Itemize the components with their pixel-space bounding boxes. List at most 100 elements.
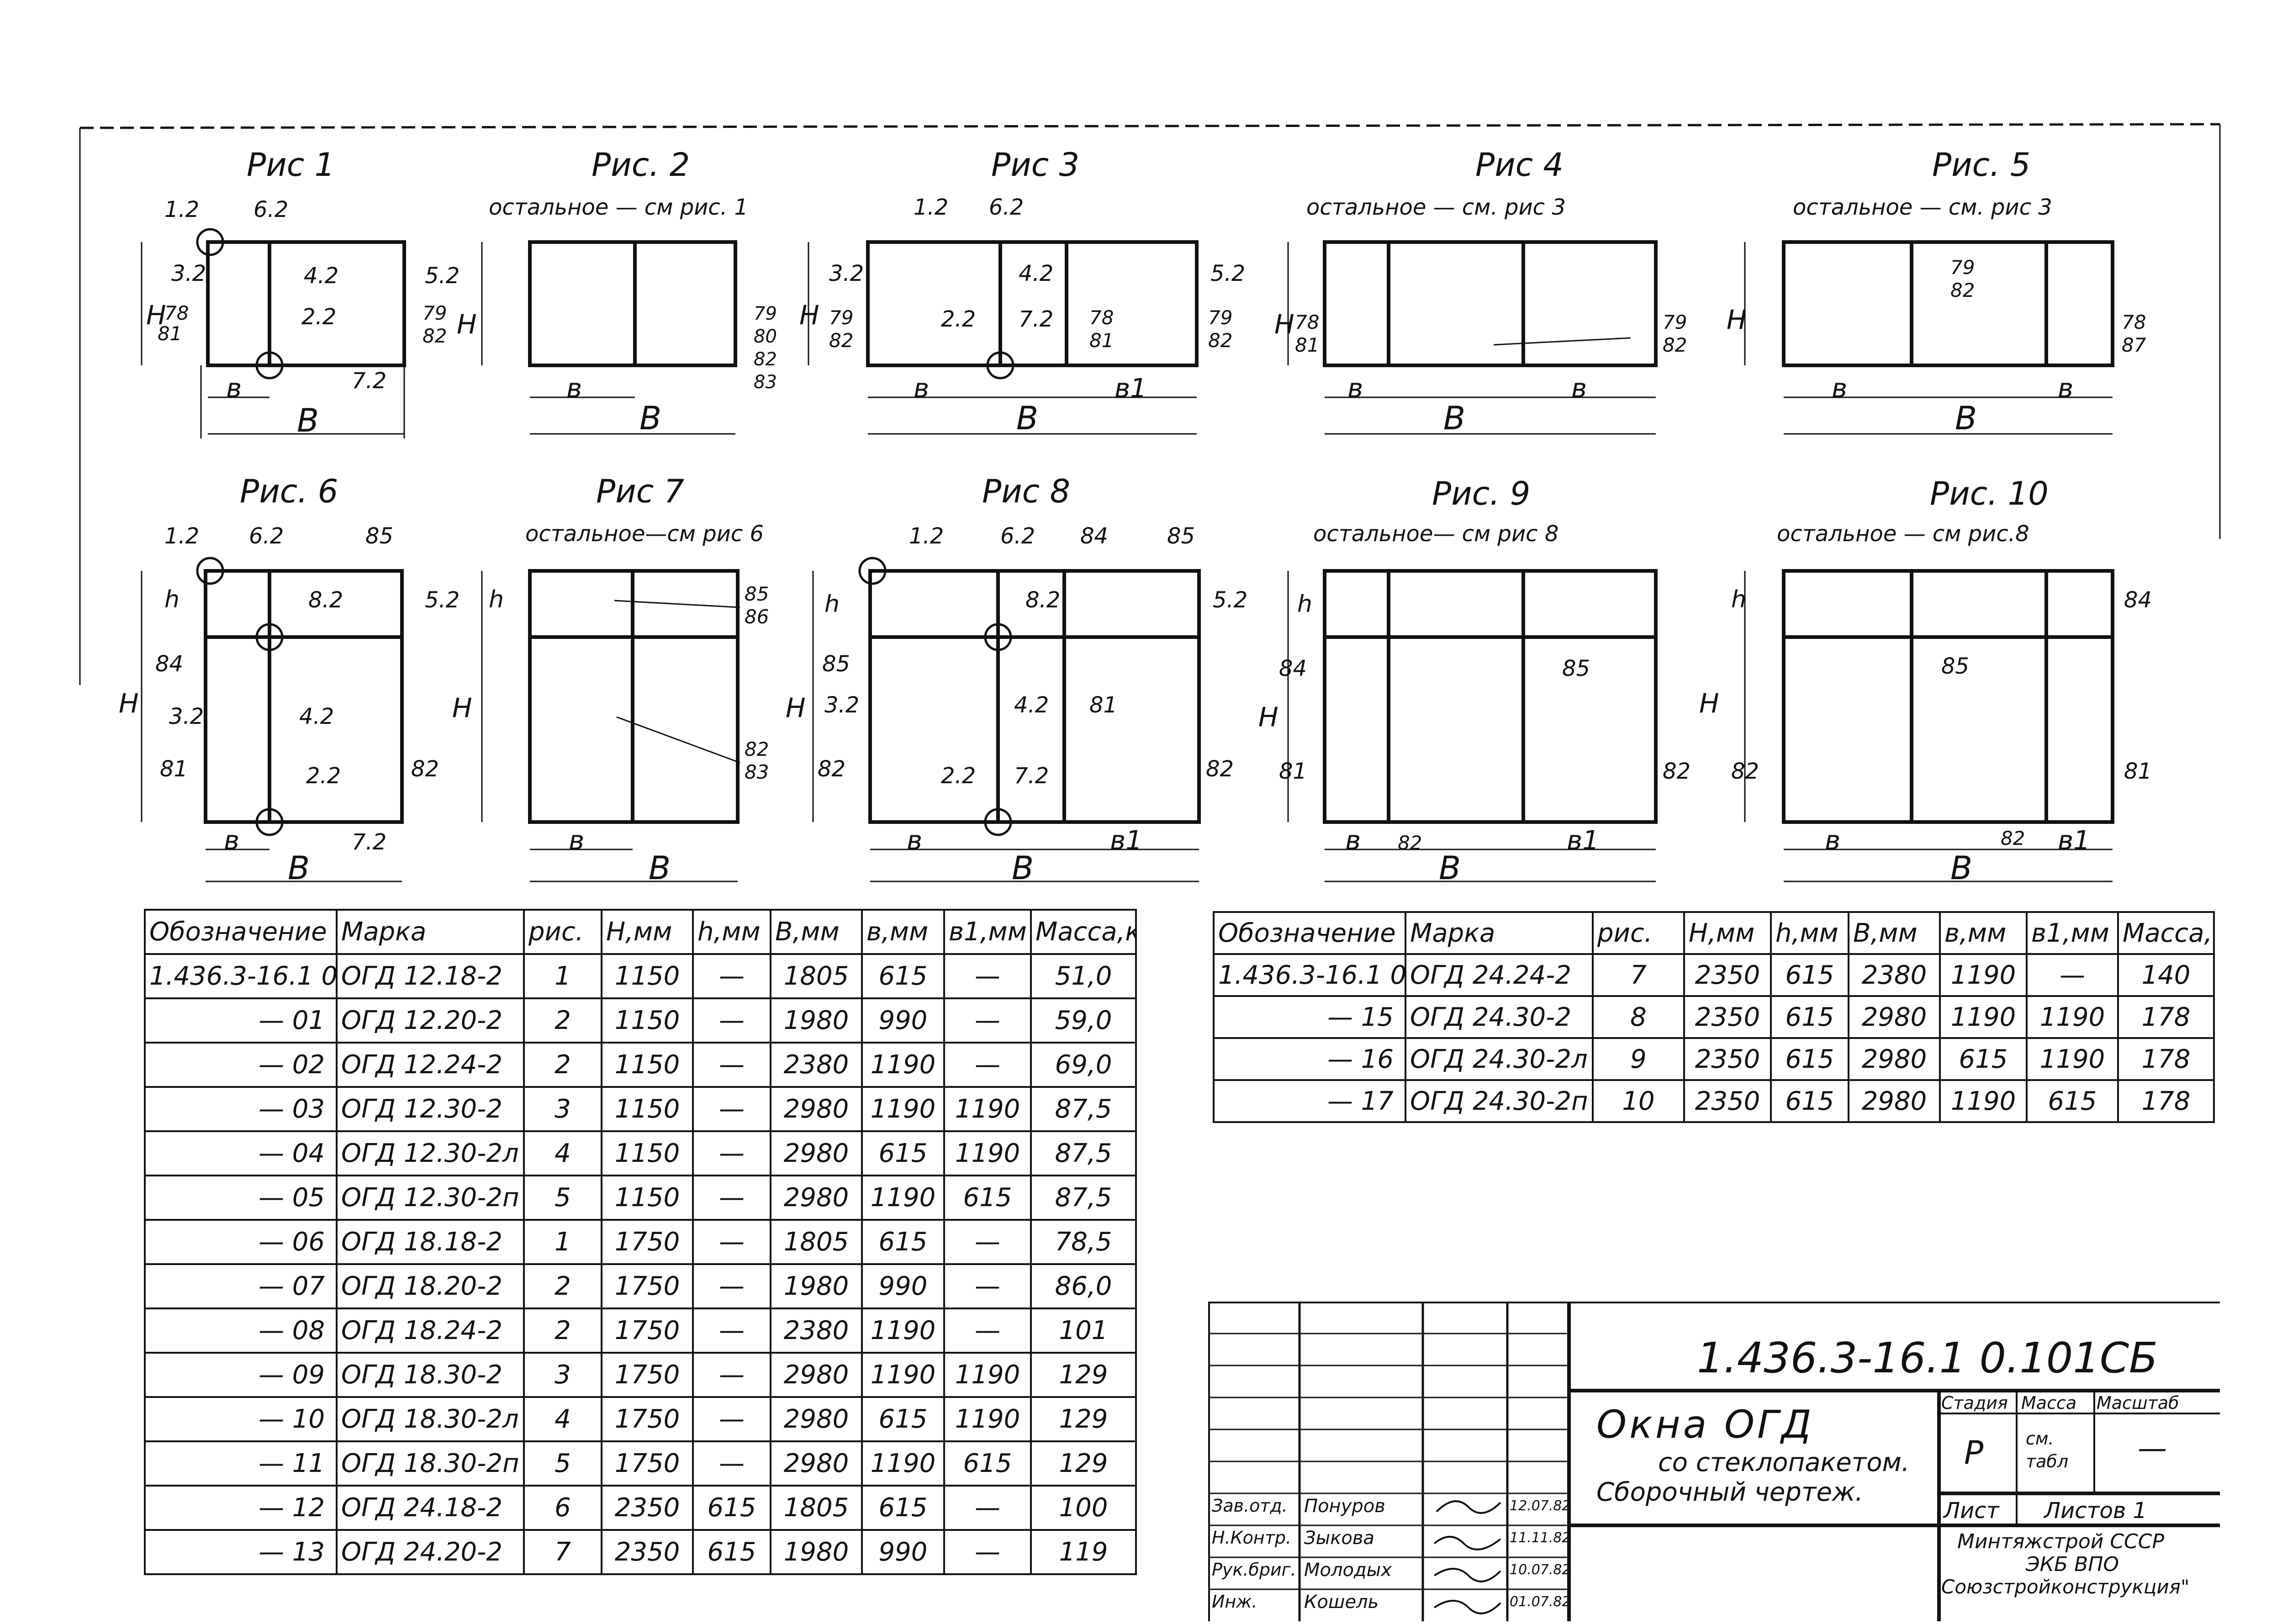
table-cell: 615: [861, 1396, 945, 1442]
designation-cell: — 03: [144, 1086, 338, 1132]
table-cell: 1750: [601, 1263, 694, 1309]
svg-text:B: B: [1443, 400, 1465, 437]
svg-text:h: h: [489, 586, 504, 613]
table-cell: 2980: [1848, 1037, 1941, 1081]
table-cell: 101: [1030, 1308, 1137, 1354]
svg-text:B: B: [1950, 849, 1972, 887]
col-header: Масса,кг: [2117, 911, 2215, 955]
table-cell: —: [943, 1485, 1032, 1531]
role-label: Рук.бриг.: [1212, 1560, 1296, 1580]
table-cell: 615: [861, 1485, 945, 1531]
table-cell: 59,0: [1030, 997, 1137, 1044]
table-cell: 129: [1030, 1352, 1137, 1398]
table-cell: 2350: [1683, 1079, 1772, 1123]
mark-cell: ОГД 24.18-2: [336, 1485, 525, 1531]
table-cell: 1190: [2026, 1037, 2119, 1081]
sign-date: 12.07.82: [1510, 1498, 1571, 1514]
table-cell: 3: [523, 1352, 602, 1398]
svg-text:H: H: [786, 692, 806, 723]
svg-text:B: B: [649, 849, 671, 887]
table-cell: 87,5: [1030, 1130, 1137, 1176]
sheets-count: Листов 1: [2044, 1498, 2147, 1524]
svg-text:B: B: [639, 400, 661, 437]
signature-stroke: [1436, 1500, 1501, 1514]
designation-cell: — 09: [144, 1352, 338, 1398]
svg-text:в: в: [1571, 373, 1587, 404]
table-cell: 2: [523, 1042, 602, 1088]
title-block: 1.436.3-16.1 0.101СБ Окна ОГД со стеклоп…: [1208, 1302, 2220, 1621]
table-cell: —: [692, 1219, 771, 1265]
svg-text:83: 83: [754, 372, 777, 393]
table-header-row: Обозначение Марка рис. H,мм h,мм B,мм в,…: [144, 909, 1137, 955]
svg-text:в1: в1: [1110, 825, 1142, 856]
table-cell: —: [692, 953, 771, 999]
table-cell: —: [943, 1263, 1032, 1309]
table-cell: 1805: [770, 1219, 863, 1265]
signature-stroke: [1433, 1536, 1501, 1550]
mark-cell: ОГД 24.20-2: [336, 1529, 525, 1575]
table-cell: —: [692, 1042, 771, 1088]
figure-7: Рис 7 остальное—см рис 6 B в H h 85 86 8…: [452, 473, 769, 887]
svg-text:79: 79: [829, 306, 853, 329]
col-header: H,мм: [601, 909, 694, 955]
svg-text:H: H: [452, 692, 472, 723]
mark-cell: ОГД 18.30-2п: [336, 1440, 525, 1487]
designation-cell: — 10: [144, 1396, 338, 1442]
svg-text:6.2: 6.2: [1000, 523, 1035, 549]
svg-text:3.2: 3.2: [169, 704, 204, 729]
figure-3: Рис 3 B в в1 H 1.2 6.2 3.2 4.2 5.2 2.2 7…: [754, 146, 1245, 437]
role-label: Инж.: [1212, 1592, 1257, 1612]
svg-text:82: 82: [829, 329, 853, 352]
svg-text:79: 79: [1663, 311, 1687, 333]
sign-date: 01.07.82: [1510, 1594, 1571, 1610]
table-cell: 1190: [2026, 995, 2119, 1039]
svg-text:в1: в1: [1115, 373, 1147, 404]
stage-label: Стадия: [1941, 1393, 2008, 1413]
svg-text:78: 78: [2122, 311, 2146, 333]
svg-text:82: 82: [1663, 334, 1687, 356]
table-cell: —: [943, 953, 1032, 999]
mark-cell: ОГД 18.20-2: [336, 1263, 525, 1309]
table-cell: 615: [2026, 1079, 2119, 1123]
svg-text:3.2: 3.2: [829, 261, 864, 286]
svg-text:H: H: [1274, 309, 1294, 340]
svg-text:82: 82: [1208, 329, 1232, 352]
svg-text:H: H: [1699, 688, 1719, 719]
sheet-frame: [79, 123, 2221, 685]
table-cell: 5: [523, 1175, 602, 1221]
table-cell: —: [692, 1308, 771, 1354]
figure-title: Рис 1: [247, 146, 335, 184]
figure-5: Рис. 5 остальное — см. рис 3 B в в H 79 …: [1727, 146, 2146, 437]
table-cell: 78,5: [1030, 1219, 1137, 1265]
designation-cell: — 15: [1213, 995, 1406, 1039]
table-cell: 1750: [601, 1440, 694, 1487]
table-cell: 140: [2117, 953, 2215, 997]
figure-title: Рис 8: [982, 473, 1070, 510]
document-subtitle: Сборочный чертеж.: [1596, 1477, 1864, 1507]
table-cell: 1150: [601, 1130, 694, 1176]
table-cell: 2380: [1848, 953, 1941, 997]
svg-text:1.2: 1.2: [909, 523, 944, 549]
svg-text:6.2: 6.2: [254, 197, 288, 222]
svg-text:82: 82: [2001, 827, 2025, 849]
table-cell: 1: [523, 1219, 602, 1265]
table-cell: 2980: [770, 1396, 863, 1442]
signature-marks: [1433, 1500, 1501, 1614]
table-cell: —: [943, 1308, 1032, 1354]
table-cell: 1190: [943, 1396, 1032, 1442]
figure-8: Рис 8 B в в1 H h 1.2 6.2 84 85 8.2 5.2 8…: [786, 473, 1247, 887]
svg-text:82: 82: [1663, 759, 1690, 784]
svg-text:7.2: 7.2: [1014, 763, 1049, 789]
table-cell: 1190: [861, 1440, 945, 1487]
mark-cell: ОГД 24.30-2: [1405, 995, 1594, 1039]
stage-value: Р: [1964, 1434, 1984, 1471]
table-cell: 1150: [601, 997, 694, 1044]
table-cell: 1750: [601, 1219, 694, 1265]
col-header: в,мм: [861, 909, 945, 955]
svg-text:4.2: 4.2: [1019, 261, 1053, 286]
